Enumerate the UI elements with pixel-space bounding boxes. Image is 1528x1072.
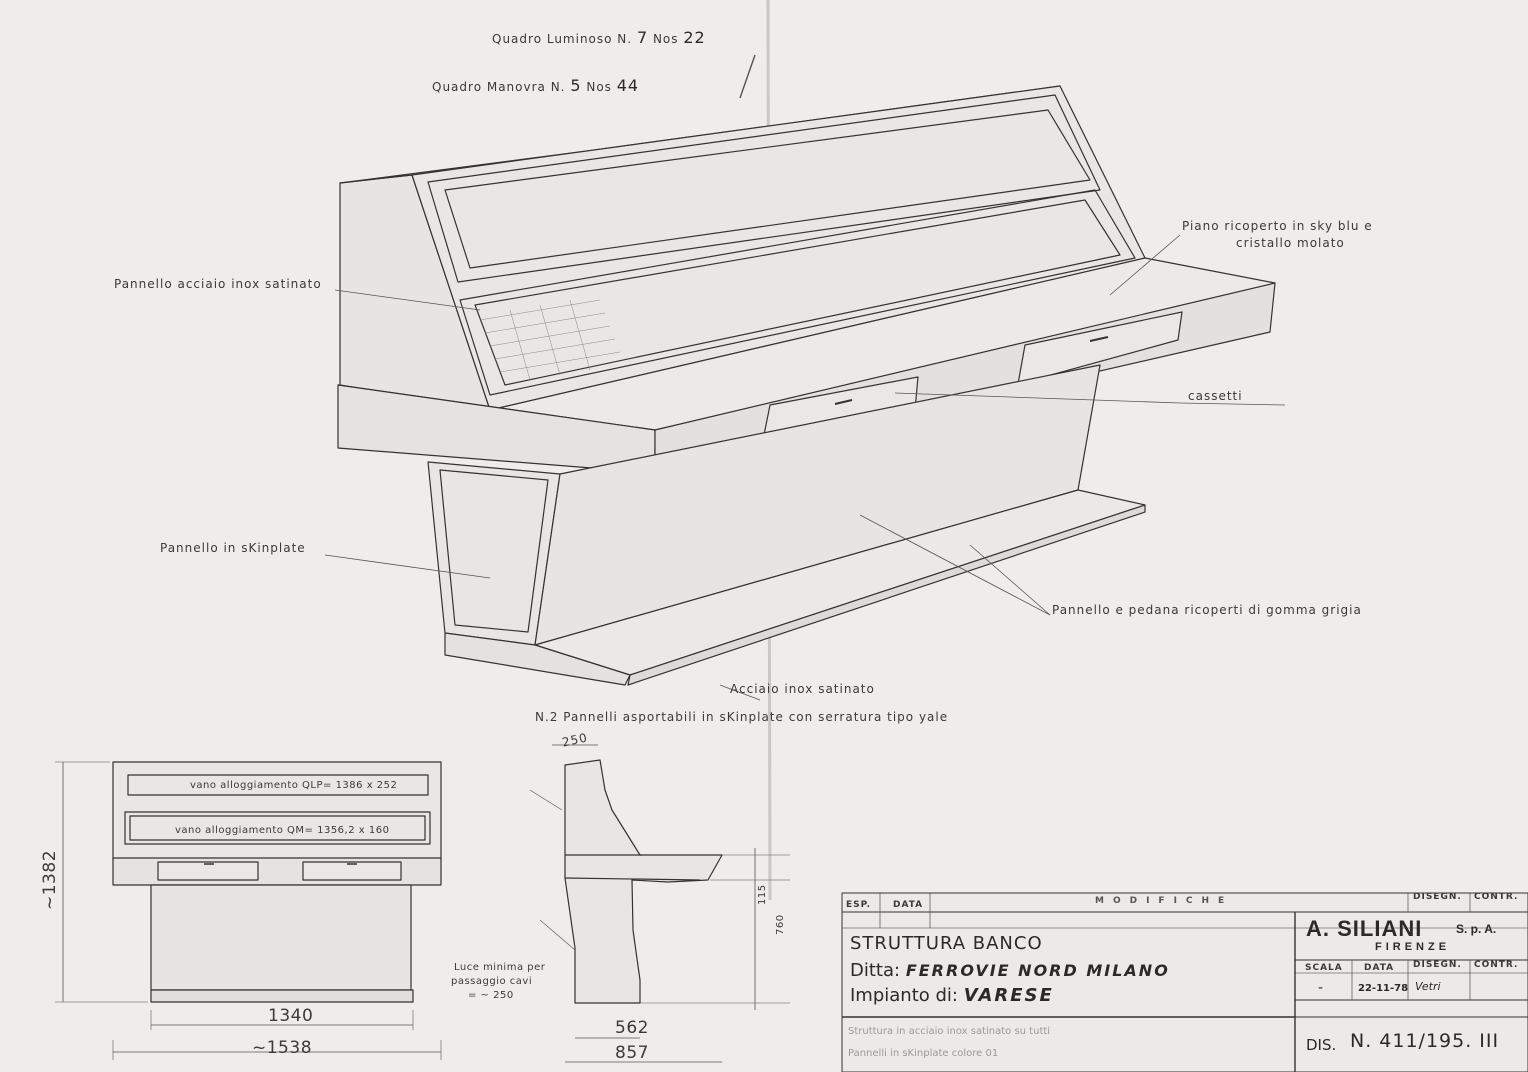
callout-acciaio-inox: Acciaio inox satinato xyxy=(730,682,875,696)
callout-cassetti: cassetti xyxy=(1188,389,1243,403)
side-depth-inner: 562 xyxy=(615,1018,649,1038)
front-foot xyxy=(150,989,414,1003)
tb-disegn-value: Vetri xyxy=(1415,980,1441,993)
footrest-front xyxy=(444,632,631,686)
drawer-2-handle xyxy=(1089,336,1109,342)
console-isometric xyxy=(337,85,1276,686)
front-upper-body xyxy=(112,761,442,861)
leader-lines xyxy=(324,54,1286,701)
side-luce-line3: = ~ 250 xyxy=(468,990,514,1001)
tb-ditta-label: Ditta: xyxy=(850,960,901,981)
tb-note-line2: Pannelli in sKinplate colore 01 xyxy=(848,1048,999,1059)
tb-modifiche: MODIFICHE xyxy=(1095,896,1234,906)
quadro-luminoso-nos: 22 xyxy=(683,28,706,47)
lower-panel-frame-outer xyxy=(459,189,1136,396)
side-depth-total: 857 xyxy=(615,1043,649,1063)
tb-company-suffix: S. p. A. xyxy=(1456,922,1497,936)
tb-impianto-label: Impianto di: xyxy=(850,985,958,1006)
quadro-luminoso-nos-label: Nos xyxy=(652,32,679,46)
tb-company: A. SILIANI xyxy=(1306,916,1423,941)
front-vano-qm: vano alloggiamento QM= 1356,2 x 160 xyxy=(175,825,390,836)
pedestal-left-inner xyxy=(439,469,549,633)
side-luce-line2: passaggio cavi xyxy=(451,976,533,987)
front-width-inner: 1340 xyxy=(268,1006,314,1026)
tb-disegn2: DISEGN. xyxy=(1413,960,1462,970)
callout-pannelli-asportabili: N.2 Pannelli asportabili in sKinplate co… xyxy=(535,710,949,724)
quadro-manovra-text: Quadro Manovra N. xyxy=(432,80,566,94)
upper-panel-frame-outer xyxy=(427,94,1101,283)
quadro-luminoso-n: 7 xyxy=(636,28,649,47)
tb-dis-label: DIS. xyxy=(1306,1036,1337,1054)
front-qm-slot-inner xyxy=(129,815,426,841)
tb-disegn: DISEGN. xyxy=(1413,892,1462,902)
quadro-manovra-label: Quadro Manovra N. 5 Nos 44 xyxy=(432,76,639,95)
side-elevation xyxy=(529,744,790,1063)
front-drawer-right xyxy=(302,861,402,881)
front-height-dim: ~1382 xyxy=(40,849,60,910)
side-dim-760: 760 xyxy=(775,914,786,935)
drawer-1-handle xyxy=(834,399,853,405)
drawer-2 xyxy=(1017,311,1183,385)
callout-pannello-acciaio: Pannello acciaio inox satinato xyxy=(114,277,322,291)
quadro-luminoso-text: Quadro Luminoso N. xyxy=(492,32,633,46)
tb-data: DATA xyxy=(893,900,924,910)
front-qlp-slot xyxy=(127,774,429,796)
callout-piano-line1: Piano ricoperto in sky blu e xyxy=(1182,219,1373,233)
tb-scala: SCALA xyxy=(1305,963,1343,973)
quadro-manovra-n: 5 xyxy=(570,76,582,95)
tb-city: FIRENZE xyxy=(1375,941,1451,953)
tb-esp: ESP. xyxy=(846,900,871,910)
side-profile xyxy=(564,759,723,1004)
lower-panel-grid xyxy=(479,299,621,381)
front-elevation xyxy=(55,761,442,1060)
tb-impianto-value: VARESE xyxy=(963,985,1054,1006)
side-dim-115: 115 xyxy=(757,884,768,905)
front-width-total: ~1538 xyxy=(252,1038,313,1058)
quadro-manovra-nos-label: Nos xyxy=(586,80,612,94)
tb-title: STRUTTURA BANCO xyxy=(850,933,1043,954)
tb-contr: CONTR. xyxy=(1474,892,1519,902)
tb-dis-number: N. 411/195. III xyxy=(1350,1030,1500,1052)
quadro-manovra-nos: 44 xyxy=(616,76,640,95)
tb-data-value: 22-11-78 xyxy=(1358,983,1409,994)
upper-panel-frame-inner xyxy=(444,109,1091,269)
title-block-frame xyxy=(841,892,1528,1072)
front-base xyxy=(150,884,412,991)
tb-scala-value: - xyxy=(1318,980,1324,996)
tb-data2: DATA xyxy=(1364,963,1395,973)
tb-contr2: CONTR. xyxy=(1474,960,1519,970)
front-vano-qlp: vano alloggiamento QLP= 1386 x 252 xyxy=(190,780,398,791)
tb-ditta-value: FERROVIE NORD MILANO xyxy=(905,961,1170,980)
front-drawer-left xyxy=(157,861,259,881)
tb-note-line1: Struttura in acciaio inox satinato su tu… xyxy=(848,1026,1051,1037)
callout-piano-line2: cristallo molato xyxy=(1236,236,1345,250)
quadro-luminoso-label: Quadro Luminoso N. 7 Nos 22 xyxy=(492,28,706,47)
callout-pannello-pedana: Pannello e pedana ricoperti di gomma gri… xyxy=(1052,603,1362,617)
side-luce-line1: Luce minima per xyxy=(454,962,546,973)
footrest-right-edge xyxy=(627,504,1146,686)
tb-impianto: Impianto di: VARESE xyxy=(850,985,1054,1006)
lower-panel-frame-inner xyxy=(474,199,1121,386)
front-qm-slot xyxy=(124,811,431,845)
tb-ditta: Ditta: FERROVIE NORD MILANO xyxy=(850,960,1170,981)
callout-pannello-skinplate: Pannello in sKinplate xyxy=(160,541,306,555)
